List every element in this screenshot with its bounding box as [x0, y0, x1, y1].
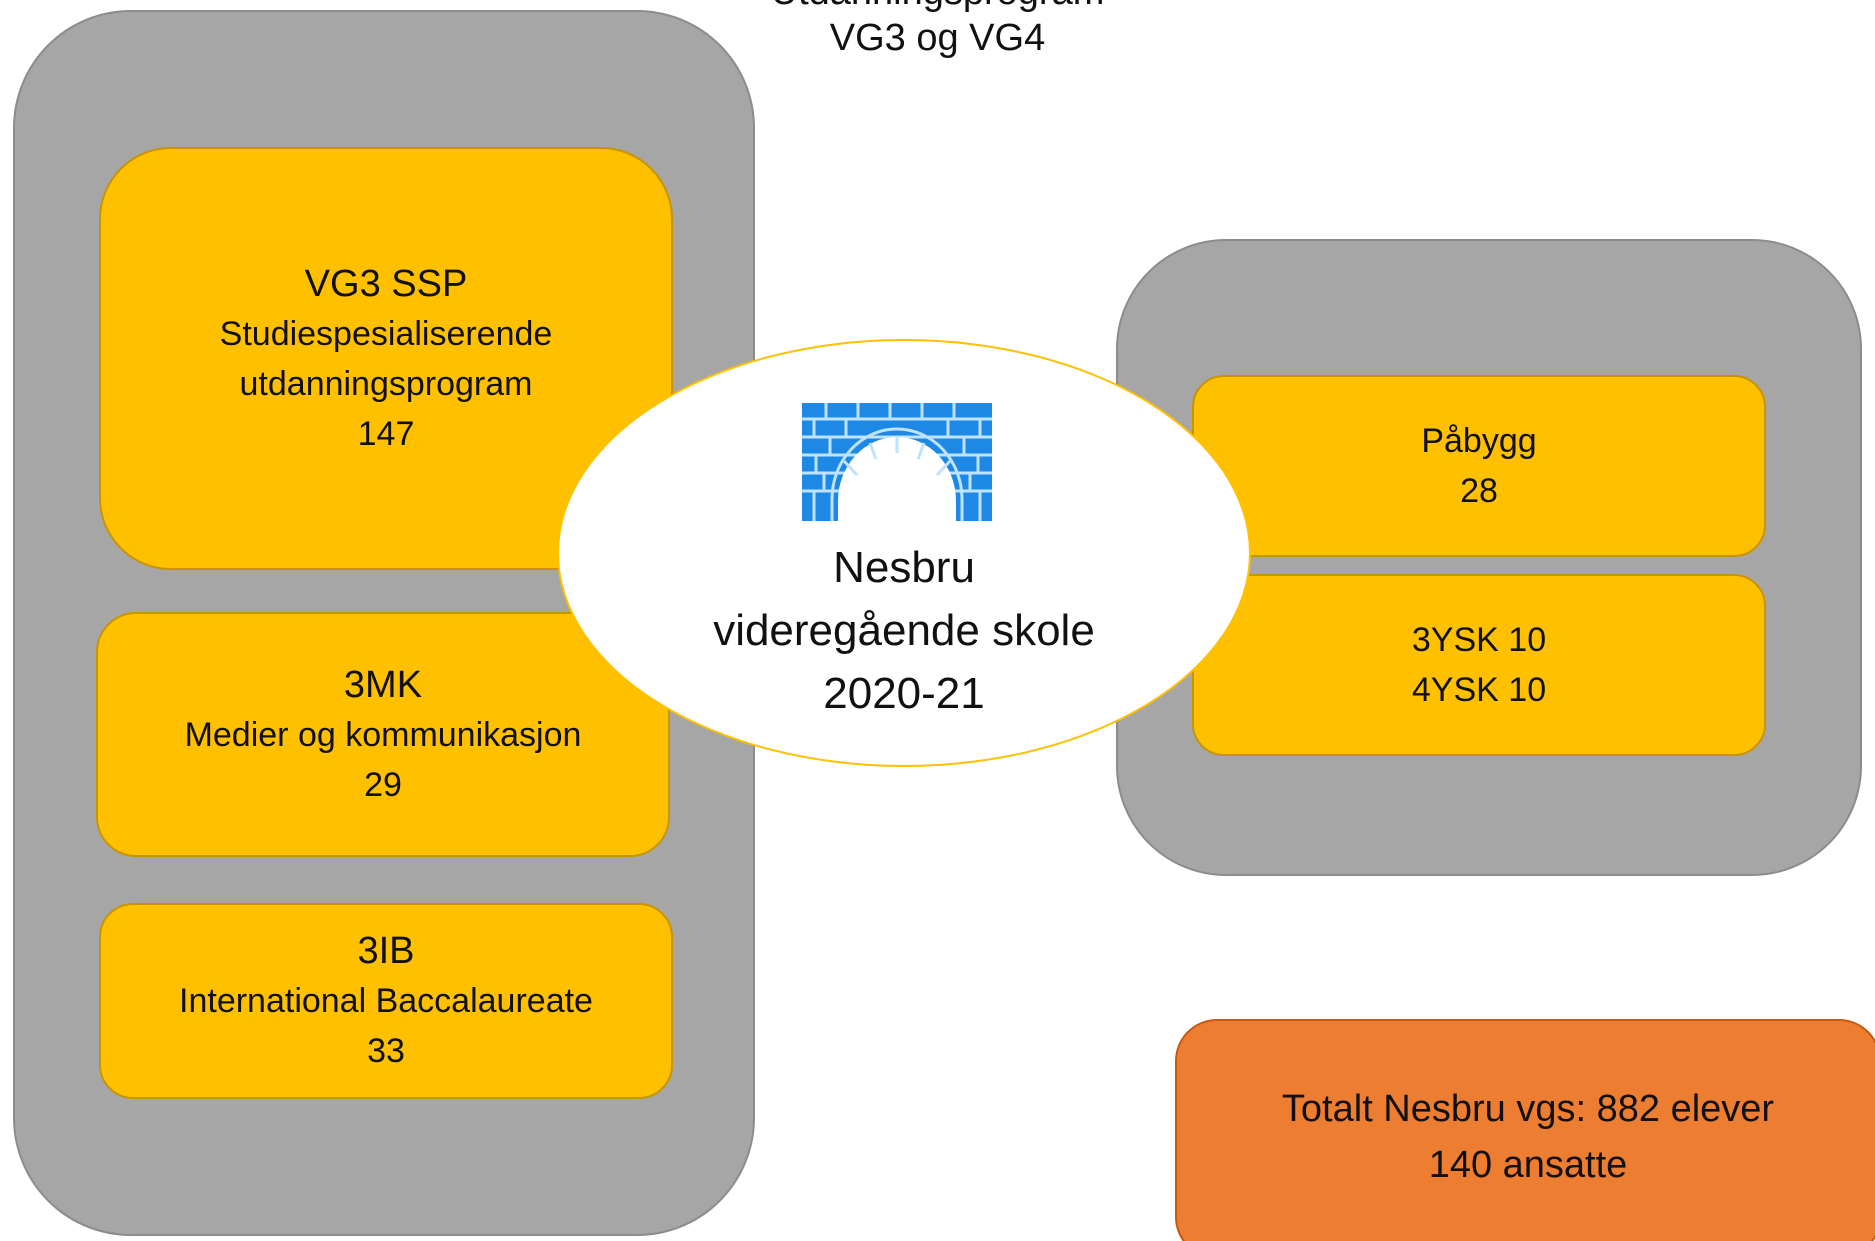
- total-students-box: Totalt Nesbru vgs: 882 elever 140 ansatt…: [1175, 1019, 1875, 1241]
- ib-count: 33: [367, 1032, 405, 1070]
- diagram-title: Utdanningsprogram VG3 og VG4: [0, 0, 1875, 60]
- pabygg-label: Påbygg: [1421, 422, 1537, 460]
- bridge-icon: [802, 403, 992, 521]
- ysk-line-2: 4YSK 10: [1411, 671, 1547, 709]
- ib-code: 3IB: [357, 930, 415, 972]
- pabygg-count: 28: [1460, 472, 1498, 510]
- pabygg-program-box: Påbygg 28: [1192, 375, 1766, 557]
- total-students-line: Totalt Nesbru vgs: 882 elever: [1281, 1088, 1775, 1130]
- ysk-line-1: 3YSK 10: [1411, 621, 1547, 659]
- school-label: Nesbru videregående skole 2020-21: [640, 536, 1168, 725]
- ssp-count: 147: [357, 414, 415, 453]
- ssp-code: VG3 SSP: [304, 262, 468, 305]
- school-name-line-2: videregående skole: [713, 606, 1095, 655]
- mk-count: 29: [364, 765, 402, 804]
- mk-code: 3MK: [343, 663, 423, 706]
- ib-program-box: 3IB International Baccalaureate 33: [99, 903, 673, 1099]
- school-name-line-1: Nesbru: [833, 543, 975, 592]
- total-staff-line: 140 ansatte: [1428, 1144, 1628, 1186]
- ssp-name-line-1: Studiespesialiserende: [219, 314, 553, 353]
- title-main-line: VG3 og VG4: [829, 17, 1046, 59]
- ysk-program-box: 3YSK 10 4YSK 10: [1192, 574, 1766, 756]
- school-year: 2020-21: [823, 669, 985, 718]
- mk-name: Medier og kommunikasjon: [184, 715, 582, 754]
- mk-program-box: 3MK Medier og kommunikasjon 29: [96, 612, 670, 857]
- title-cut-line: Utdanningsprogram: [0, 0, 1875, 15]
- ssp-name-line-2: utdanningsprogram: [239, 364, 533, 403]
- ib-name: International Baccalaureate: [179, 982, 593, 1020]
